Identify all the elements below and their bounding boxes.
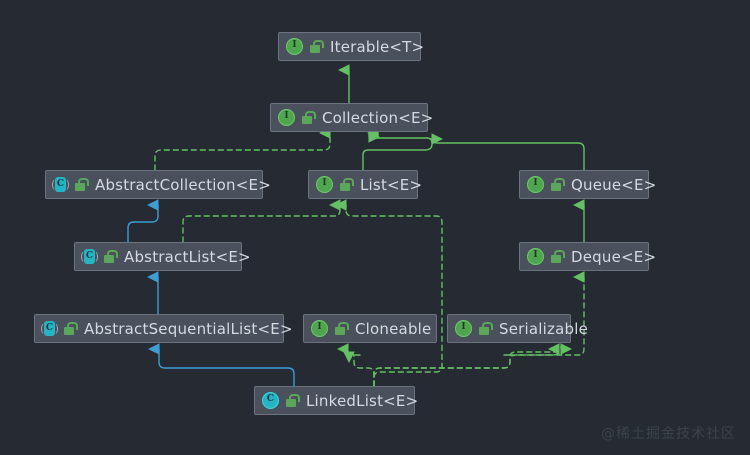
class-icon [262, 392, 279, 409]
edge-linkedlist-to-abstractsequentiallist [147, 343, 295, 387]
node-queue[interactable]: Queue<E> [519, 170, 656, 199]
interface-icon [311, 320, 328, 337]
edge-abstractcollection-to-collection [154, 127, 331, 171]
node-label: Cloneable [355, 319, 432, 338]
watermark: @稀土掘金技术社区 [601, 426, 736, 442]
lock-icon [301, 111, 316, 124]
edge-list-to-collection [362, 131, 433, 171]
node-label: AbstractList<E> [124, 247, 251, 266]
lock-icon [478, 322, 493, 335]
interface-icon [286, 38, 303, 55]
lock-icon [339, 178, 354, 191]
edge-linkedlist-to-list [334, 199, 443, 387]
abstract-class-icon: () [40, 321, 59, 336]
lock-icon [550, 250, 565, 263]
lock-icon [285, 394, 300, 407]
node-list[interactable]: List<E> [308, 170, 422, 199]
interface-icon [527, 176, 544, 193]
node-label: LinkedList<E> [306, 391, 419, 410]
lock-icon [309, 40, 324, 53]
node-abstractcollection[interactable]: () AbstractCollection<E> [45, 170, 271, 199]
abstract-class-icon: () [51, 177, 70, 192]
edge-abstractlist-to-list [182, 199, 341, 243]
node-label: List<E> [360, 175, 423, 194]
node-deque[interactable]: Deque<E> [519, 242, 656, 271]
node-abstractsequentiallist[interactable]: () AbstractSequentialList<E> [34, 314, 293, 343]
node-label: AbstractCollection<E> [95, 175, 271, 194]
edge-linkedlist-to-serializable [373, 343, 573, 387]
node-iterable[interactable]: Iterable<T> [278, 32, 425, 61]
interface-icon [527, 248, 544, 265]
interface-icon [316, 176, 333, 193]
lock-icon [74, 178, 89, 191]
node-collection[interactable]: Collection<E> [270, 103, 433, 132]
lock-icon [63, 322, 78, 335]
node-serializable[interactable]: Serializable [447, 314, 588, 343]
abstract-class-icon: () [80, 249, 99, 264]
lock-icon [103, 250, 118, 263]
node-abstractlist[interactable]: () AbstractList<E> [74, 242, 251, 271]
edge-abstractlist-to-abstractcollection [127, 199, 159, 243]
node-label: Deque<E> [571, 247, 657, 266]
node-linkedlist[interactable]: LinkedList<E> [254, 386, 419, 415]
edge-linkedlist-to-cloneable [343, 351, 375, 387]
node-label: Serializable [499, 319, 588, 338]
interface-icon [278, 109, 295, 126]
lock-icon [550, 178, 565, 191]
edge-linkedlist-to-cloneable-tip [336, 343, 361, 356]
node-label: AbstractSequentialList<E> [84, 319, 293, 338]
node-cloneable[interactable]: Cloneable [303, 314, 437, 343]
node-label: Collection<E> [322, 108, 434, 127]
edge-queue-to-collection [431, 133, 585, 171]
edge-linkedlist-to-serializable-tip [503, 349, 559, 355]
interface-icon [455, 320, 472, 337]
node-label: Queue<E> [571, 175, 657, 194]
lock-icon [334, 322, 349, 335]
node-label: Iterable<T> [330, 37, 425, 56]
